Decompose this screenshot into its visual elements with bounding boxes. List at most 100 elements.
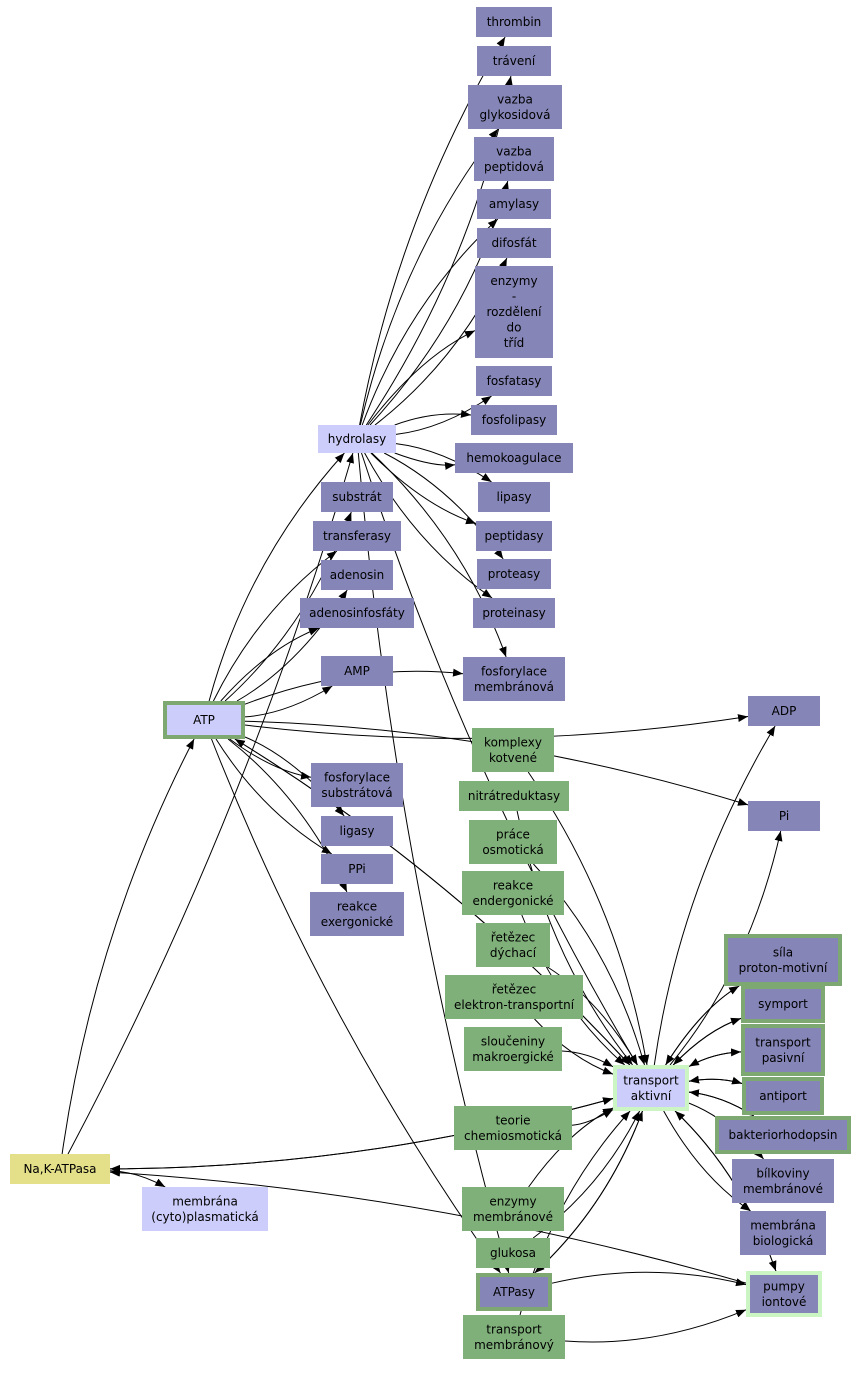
node-label: peptidasy (485, 529, 544, 543)
node-fosfatasy: fosfatasy (476, 366, 552, 396)
edge-atp-to-hydrolasy (208, 452, 345, 702)
node-box (617, 1069, 685, 1107)
node-label: adenosin (330, 568, 385, 582)
node-label: glukosa (490, 1246, 536, 1260)
node-label: ligasy (340, 824, 375, 838)
node-box (469, 820, 557, 864)
edge-retezec_elektron-to-transport_aktivni (534, 1018, 614, 1075)
node-box (463, 657, 565, 701)
node-membrana-cyto: membrána(cyto)plasmatická (142, 1187, 268, 1231)
node-label: glykosidová (480, 108, 551, 122)
node-label: membránové (473, 1210, 553, 1224)
node-box (313, 521, 401, 551)
node-box (477, 189, 551, 219)
node-box (463, 1315, 565, 1359)
node-label: transport (486, 1322, 542, 1336)
node-box (740, 1211, 826, 1255)
node-hemokoagulace: hemokoagulace (455, 443, 573, 473)
node-glukosa: glukosa (476, 1238, 550, 1268)
node-amylasy: amylasy (477, 189, 551, 219)
node-label: Na,K-ATPasa (23, 1162, 96, 1176)
node-label: nitrátreduktasy (468, 789, 560, 803)
edge-hydrolasy-to-peptidasy (370, 452, 477, 525)
node-label: peptidová (484, 160, 544, 174)
edge-hydrolasy-to-fosfolipasy (394, 409, 472, 426)
node-box (311, 763, 403, 807)
edge-transport_pasivni-to-transport_aktivni (688, 1051, 742, 1067)
node-label: trávení (493, 54, 536, 68)
node-pumpy: pumpy iontové (746, 1271, 822, 1317)
node-label: membrána (172, 1194, 238, 1208)
node-proteinasy: proteinasy (473, 598, 555, 628)
edge-slouceniny-to-transport_aktivni (561, 1050, 614, 1068)
node-thrombin: thrombin (476, 7, 552, 37)
node-nak-atpasa: Na,K-ATPasa (10, 1154, 110, 1184)
node-label: transferasy (323, 529, 391, 543)
node-label: AMP (344, 664, 370, 678)
node-label: membrána (750, 1218, 816, 1232)
edge-atp-to-atpasy (211, 738, 501, 1274)
node-label: pumpy (763, 1279, 805, 1293)
node-traveni: trávení (477, 46, 551, 76)
node-label: proteinasy (482, 606, 545, 620)
node-label: substrát (332, 490, 382, 504)
edge-hydrolasy-to-enzymy_rozdeleni (367, 330, 476, 426)
node-box (478, 482, 550, 512)
node-label: osmotická (482, 843, 543, 857)
node-box (321, 560, 393, 590)
node-proteasy: proteasy (477, 559, 551, 589)
node-label: pasivní (762, 1051, 805, 1065)
edge-atp-to-adenosinfosfaty (220, 627, 320, 702)
node-label: PPi (348, 862, 366, 876)
node-label: hemokoagulace (466, 451, 561, 465)
node-label: symport (758, 997, 808, 1011)
node-label: chemiosmotická (464, 1129, 562, 1143)
node-box (480, 1277, 548, 1307)
edge-atp-to-ppi (215, 738, 333, 855)
node-atpasy: ATPasy (476, 1273, 552, 1311)
node-bakteriorhodopsin: bakteriorhodopsin (715, 1116, 851, 1154)
node-label: sloučeniny (481, 1034, 545, 1048)
node-label: amylasy (489, 197, 539, 211)
node-label: fosforylace (481, 664, 547, 678)
edge-atp-to-amp (244, 685, 333, 718)
edge-hydrolasy-to-vazba_glyk (359, 128, 499, 426)
node-label: reakce (493, 878, 533, 892)
node-box (473, 598, 555, 628)
node-label: bílkoviny (756, 1166, 809, 1180)
edge-atpasy-to-pumpy (551, 1271, 747, 1287)
node-label: Pi (779, 809, 789, 823)
node-substrat: substrát (321, 482, 393, 512)
node-label: ATPasy (493, 1285, 535, 1299)
node-label: iontové (762, 1295, 807, 1309)
node-adp: ADP (748, 696, 820, 726)
node-box (475, 266, 553, 358)
node-nitratreduktasy: nitrátreduktasy (459, 781, 569, 811)
node-box (321, 656, 393, 686)
node-transferasy: transferasy (313, 521, 401, 551)
node-antiport: antiport (742, 1077, 824, 1115)
edge-nak_atpasa-to-atp (61, 738, 195, 1155)
node-box (476, 1238, 550, 1268)
node-box (464, 1027, 562, 1071)
node-label: kotvené (489, 751, 537, 765)
node-label: membránový (474, 1338, 554, 1352)
node-box (476, 521, 552, 551)
